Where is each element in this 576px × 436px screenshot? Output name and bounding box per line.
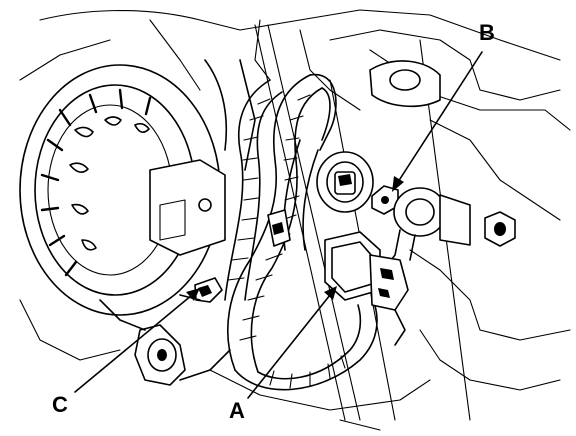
callout-a-label: A <box>229 398 245 423</box>
harness-clip <box>179 277 223 303</box>
b-terminal-assembly <box>316 151 516 276</box>
wire-harness <box>224 73 378 391</box>
arrow-icon <box>392 176 404 192</box>
alternator <box>19 64 231 386</box>
connector <box>324 231 409 346</box>
leader-lines <box>74 51 483 399</box>
callout-c-label: C <box>52 392 68 417</box>
arrow-icon <box>186 288 200 301</box>
misc-parts <box>204 59 441 247</box>
callout-b-label: B <box>479 20 495 45</box>
arrow-icon <box>324 286 337 300</box>
